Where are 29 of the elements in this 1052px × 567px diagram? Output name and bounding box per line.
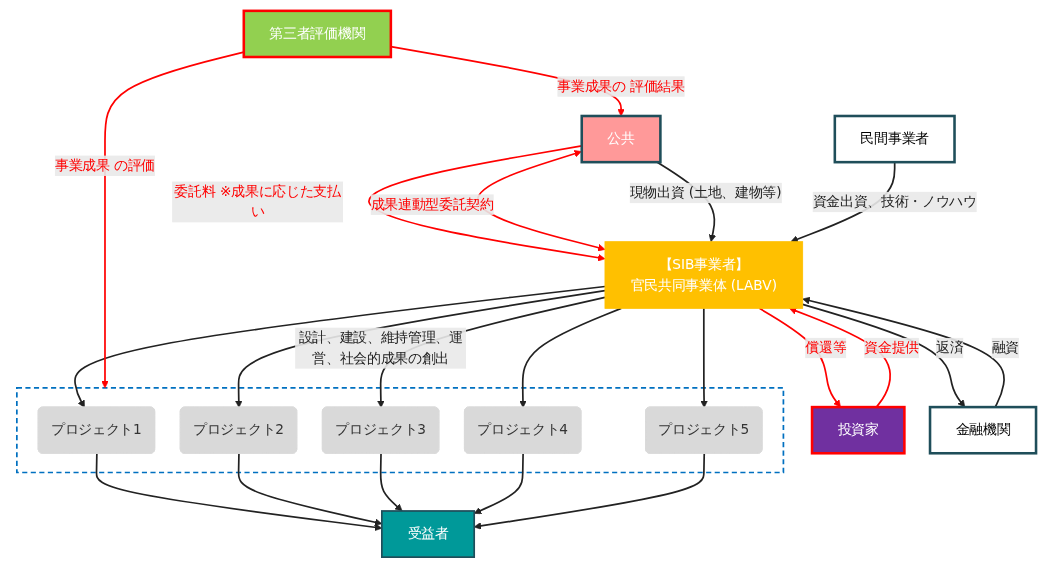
edge-label: 現物出資 (土地、建物等) (629, 183, 782, 201)
node-box: 受益者 (380, 509, 475, 558)
edge-label: 融資 (991, 339, 1019, 356)
arrow (801, 303, 965, 407)
node-box: 金融機関 (928, 405, 1037, 455)
node-box: 【SIB事業者】 官民共同事業体 (LABV) (604, 240, 803, 309)
arrow (473, 452, 524, 514)
arrow (518, 307, 622, 408)
node-box: 公共 (580, 114, 662, 163)
edge-label: 成果連動型委託契約 (370, 195, 494, 212)
arrow (379, 452, 403, 511)
node-box: 投資家 (810, 405, 906, 455)
cluster (15, 386, 784, 473)
arrow (476, 149, 605, 251)
edge-label: 返済 (935, 339, 963, 356)
node-box: 第三者評価機関 (242, 9, 392, 58)
arrow (95, 452, 382, 531)
edge-label: 設計、建設、維持管理、運営、社会的成果の創出 (298, 328, 463, 366)
node-box: 民間事業者 (833, 114, 956, 163)
arrow (367, 144, 605, 261)
arrow (473, 452, 705, 530)
edge-label: 資金出資、技術・ノウハウ (812, 192, 977, 210)
edge-label: 事業成果の 評価結果 (556, 77, 685, 94)
arrow (699, 307, 708, 408)
edge-label: 委託料 ※成果に応じた支払い (174, 182, 341, 220)
arrow (237, 452, 382, 526)
edge-label: 資金提供 (863, 339, 919, 356)
edge-label: 償還等 (804, 339, 846, 356)
edge-label: 事業成果 の評価 (54, 156, 155, 173)
